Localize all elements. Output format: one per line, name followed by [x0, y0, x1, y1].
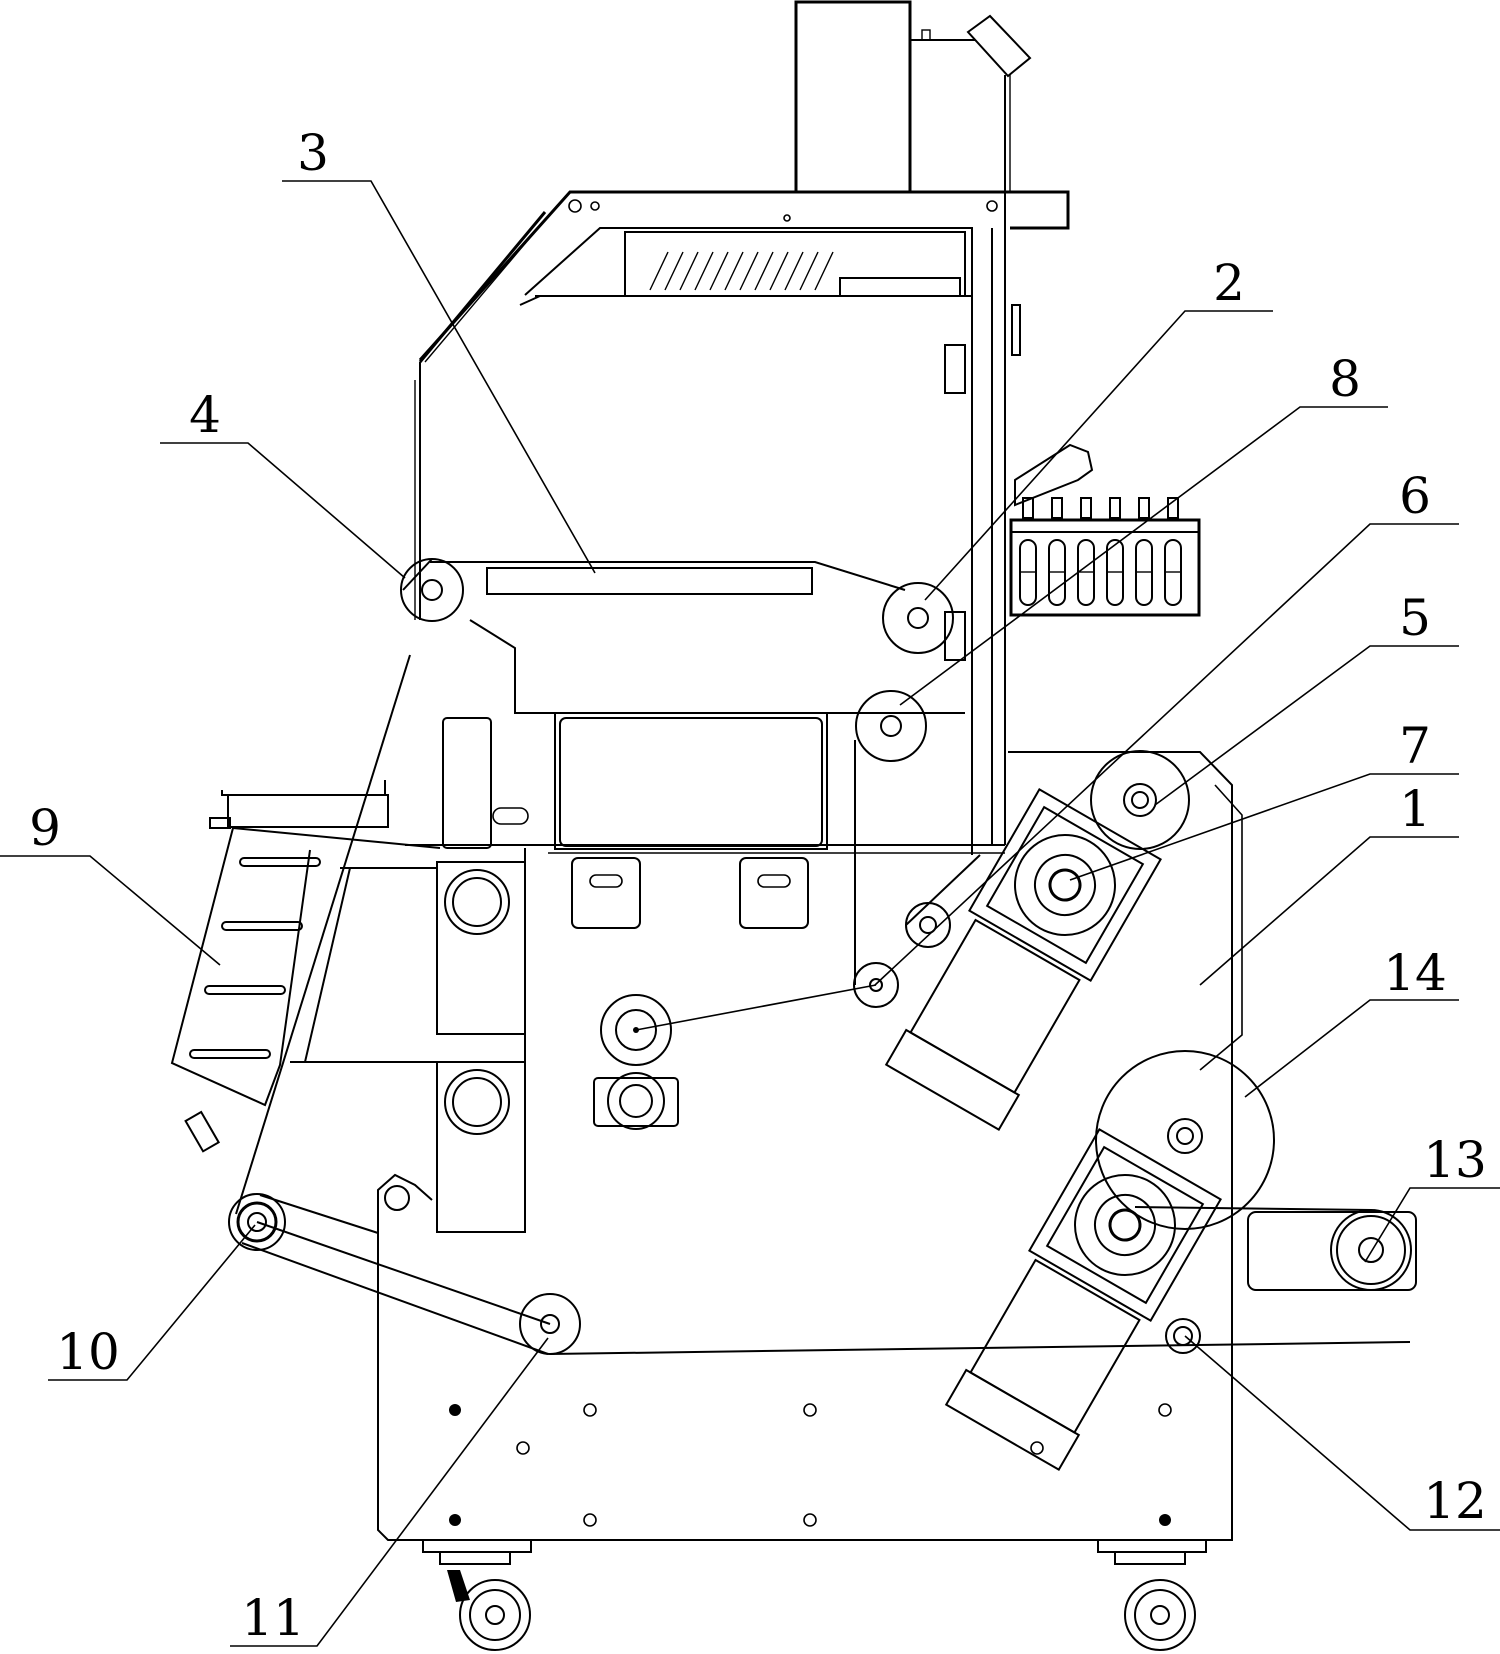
leader-12 [1184, 1335, 1500, 1531]
frame-hole [583, 1403, 597, 1417]
leader-2 [924, 310, 1273, 601]
valve-stem [1167, 497, 1179, 519]
callout-labels: 3 4 2 8 6 5 7 1 14 13 12 9 10 11 [29, 124, 1487, 1647]
callout-3: 3 [297, 124, 329, 182]
web-path [235, 558, 1411, 1355]
leader-9 [0, 855, 221, 966]
frame-hole [1158, 1403, 1172, 1417]
leader-1 [1199, 836, 1459, 986]
roller-12 [1165, 1318, 1201, 1354]
leader-7b [1199, 784, 1243, 1071]
print-head-assembly [405, 561, 1005, 854]
fan-unit-lower [290, 1061, 526, 1233]
leader-5 [1154, 645, 1459, 806]
leader-7 [1069, 773, 1459, 881]
leader-lines [0, 180, 1500, 1647]
callout-7: 7 [1399, 717, 1431, 775]
leader-4 [160, 442, 406, 579]
top-housing [794, 0, 1032, 194]
valve-stem [1080, 497, 1092, 519]
callout-11: 11 [241, 1589, 305, 1647]
valve-block [1009, 443, 1201, 617]
frame-hole [803, 1513, 817, 1527]
callout-5: 5 [1399, 589, 1431, 647]
guide-rollers [853, 740, 981, 1008]
callout-12: 12 [1423, 1472, 1487, 1530]
callout-1: 1 [1399, 780, 1431, 838]
callout-6: 6 [1399, 467, 1431, 525]
small-motor [593, 994, 679, 1130]
roller-5 [1090, 750, 1190, 850]
valve-stem [1109, 497, 1121, 519]
roller-8 [855, 690, 927, 762]
roller-4 [400, 558, 464, 622]
gear-motor-upper [884, 788, 1162, 1132]
callout-8: 8 [1329, 350, 1361, 408]
valve-stem [1022, 497, 1034, 519]
frame-hole [449, 1514, 461, 1526]
valve-stem [1138, 497, 1150, 519]
frame-hole [449, 1404, 461, 1416]
leader-13 [1364, 1187, 1500, 1263]
upper-cabinet [414, 190, 1070, 855]
callout-9: 9 [29, 799, 61, 857]
chute-9 [170, 780, 441, 1153]
caster-right [1097, 1539, 1207, 1651]
roller-13 [1247, 1209, 1417, 1291]
leader-small-motor [635, 984, 877, 1031]
leader-6 [874, 523, 1459, 986]
callout-13: 13 [1423, 1131, 1487, 1189]
fan-unit-upper [340, 861, 526, 1035]
latch-plates [442, 717, 809, 929]
caster-left [422, 1539, 532, 1651]
gear-motor-lower [944, 1128, 1222, 1472]
callout-10: 10 [56, 1323, 120, 1381]
frame-hole [803, 1403, 817, 1417]
callout-2: 2 [1213, 254, 1245, 312]
roller-10 [228, 1193, 286, 1251]
frame-hole [1030, 1441, 1044, 1455]
valve-stem [1051, 497, 1063, 519]
leader-14 [1244, 999, 1459, 1098]
roller-14 [1095, 1050, 1275, 1230]
frame-hole [1159, 1514, 1171, 1526]
frame-hole [516, 1441, 530, 1455]
callout-14: 14 [1383, 944, 1447, 1002]
leader-3 [282, 180, 596, 574]
leader-10 [48, 1224, 256, 1381]
frame-hole [583, 1513, 597, 1527]
roller-2 [882, 582, 954, 654]
leader-8 [899, 406, 1388, 706]
callout-4: 4 [189, 386, 221, 444]
main-frame-1 [377, 751, 1233, 1541]
vent-slots [649, 251, 834, 291]
leader-11 [230, 1337, 549, 1647]
